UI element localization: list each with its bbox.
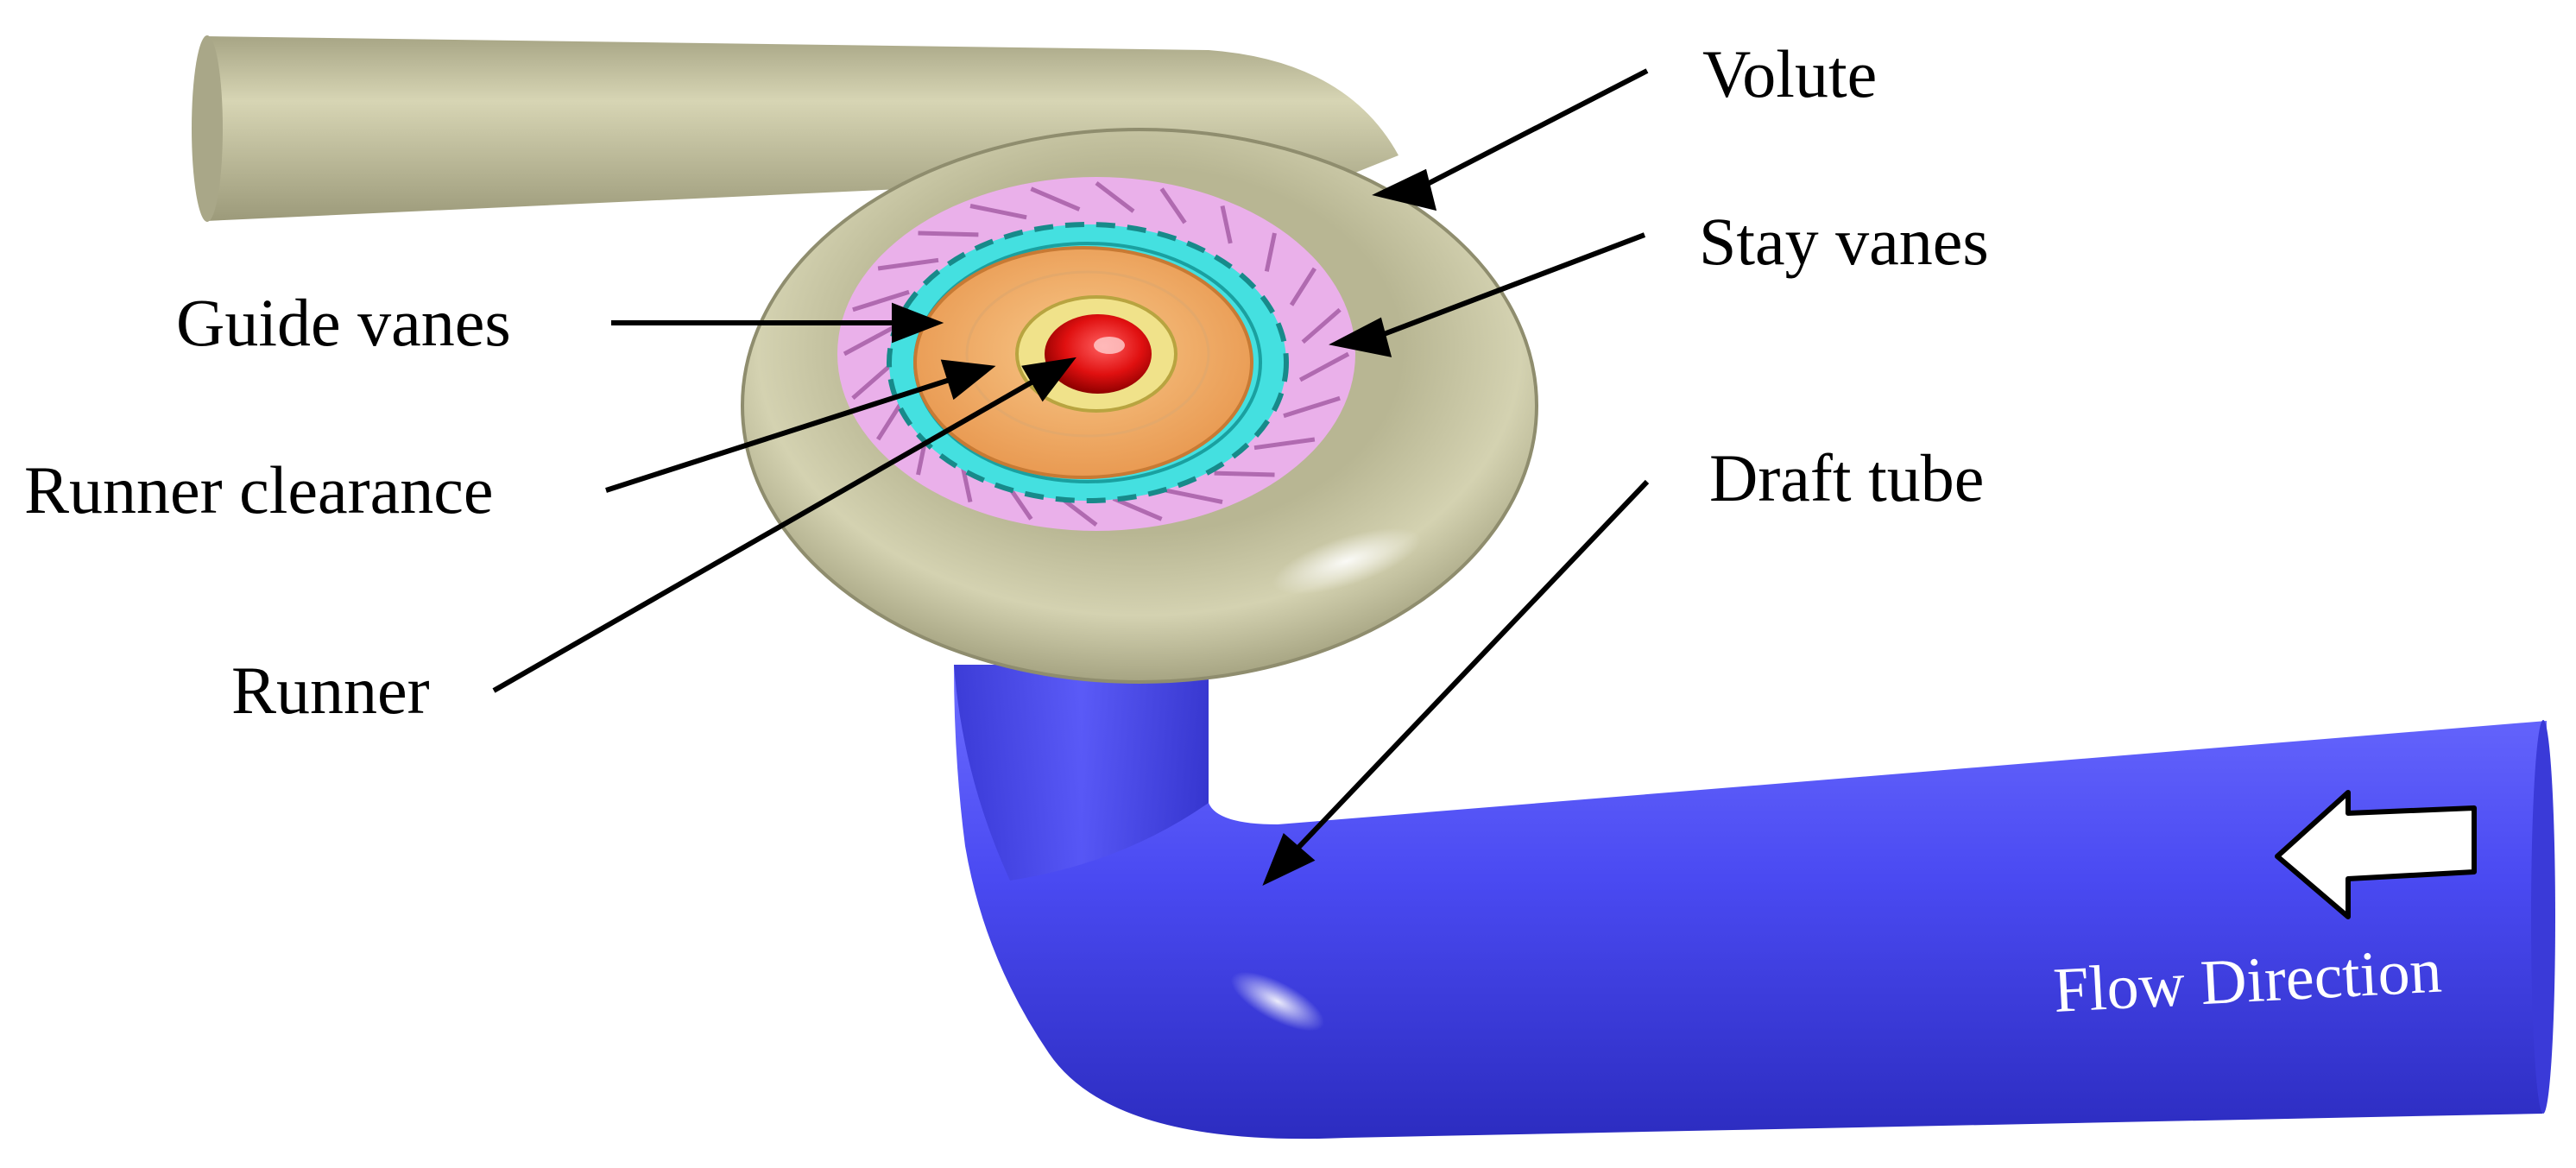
runner-leader <box>492 377 1038 693</box>
draft-tube-leader <box>1292 479 1650 854</box>
runner-clearance-label: Runner clearance <box>24 452 494 527</box>
runner-label: Runner <box>231 653 430 728</box>
stay-vane-blade <box>877 257 939 271</box>
draft-tube-body <box>954 665 2555 1140</box>
stay-vane-blade <box>875 401 904 441</box>
volute-label: Volute <box>1702 36 1877 111</box>
stay-vane-blade <box>1301 307 1342 344</box>
stay-vane-blade <box>1159 187 1187 224</box>
guide-vanes-arrowhead <box>892 302 944 344</box>
stay-vane-blade <box>1214 470 1275 477</box>
stay-vanes-arrowhead <box>1329 317 1392 357</box>
stay-vane-blade <box>1283 395 1341 419</box>
stay-vanes-label: Stay vanes <box>1699 204 1989 279</box>
stay-vane-blade <box>918 230 979 237</box>
stay-vane-blade <box>852 289 910 313</box>
stay-vane-blade <box>843 325 894 357</box>
draft-tube-arrowhead <box>1262 832 1316 887</box>
stay-vane-blade <box>1165 488 1223 504</box>
guide-vanes-label: Guide vanes <box>176 285 511 360</box>
runner-arrowhead <box>1021 357 1076 402</box>
runner-clearance-arrowhead <box>940 359 996 401</box>
stay-vane-blade <box>1220 205 1233 244</box>
stay-vane-blade <box>851 363 892 401</box>
stay-vanes-leader <box>1371 232 1646 341</box>
volute-arrowhead <box>1372 168 1437 212</box>
stay-vane-blade <box>1095 181 1135 213</box>
runner-clearance-leader <box>605 377 950 493</box>
stay-vane-blade <box>960 464 973 503</box>
volute-leader <box>1414 68 1649 193</box>
leader-lines <box>492 68 1650 887</box>
flow-arrow-icon <box>2275 790 2477 919</box>
stay-vane-blade <box>1264 232 1277 272</box>
stay-vane-blade <box>1289 267 1317 306</box>
stay-vane-blade <box>1298 351 1350 382</box>
draft-tube-label: Draft tube <box>1709 440 1984 515</box>
stay-vane-blade <box>1112 496 1163 521</box>
stay-vane-blade <box>1253 437 1316 451</box>
stay-vane-blade <box>1030 186 1081 212</box>
stay-vane-blade <box>969 204 1027 220</box>
